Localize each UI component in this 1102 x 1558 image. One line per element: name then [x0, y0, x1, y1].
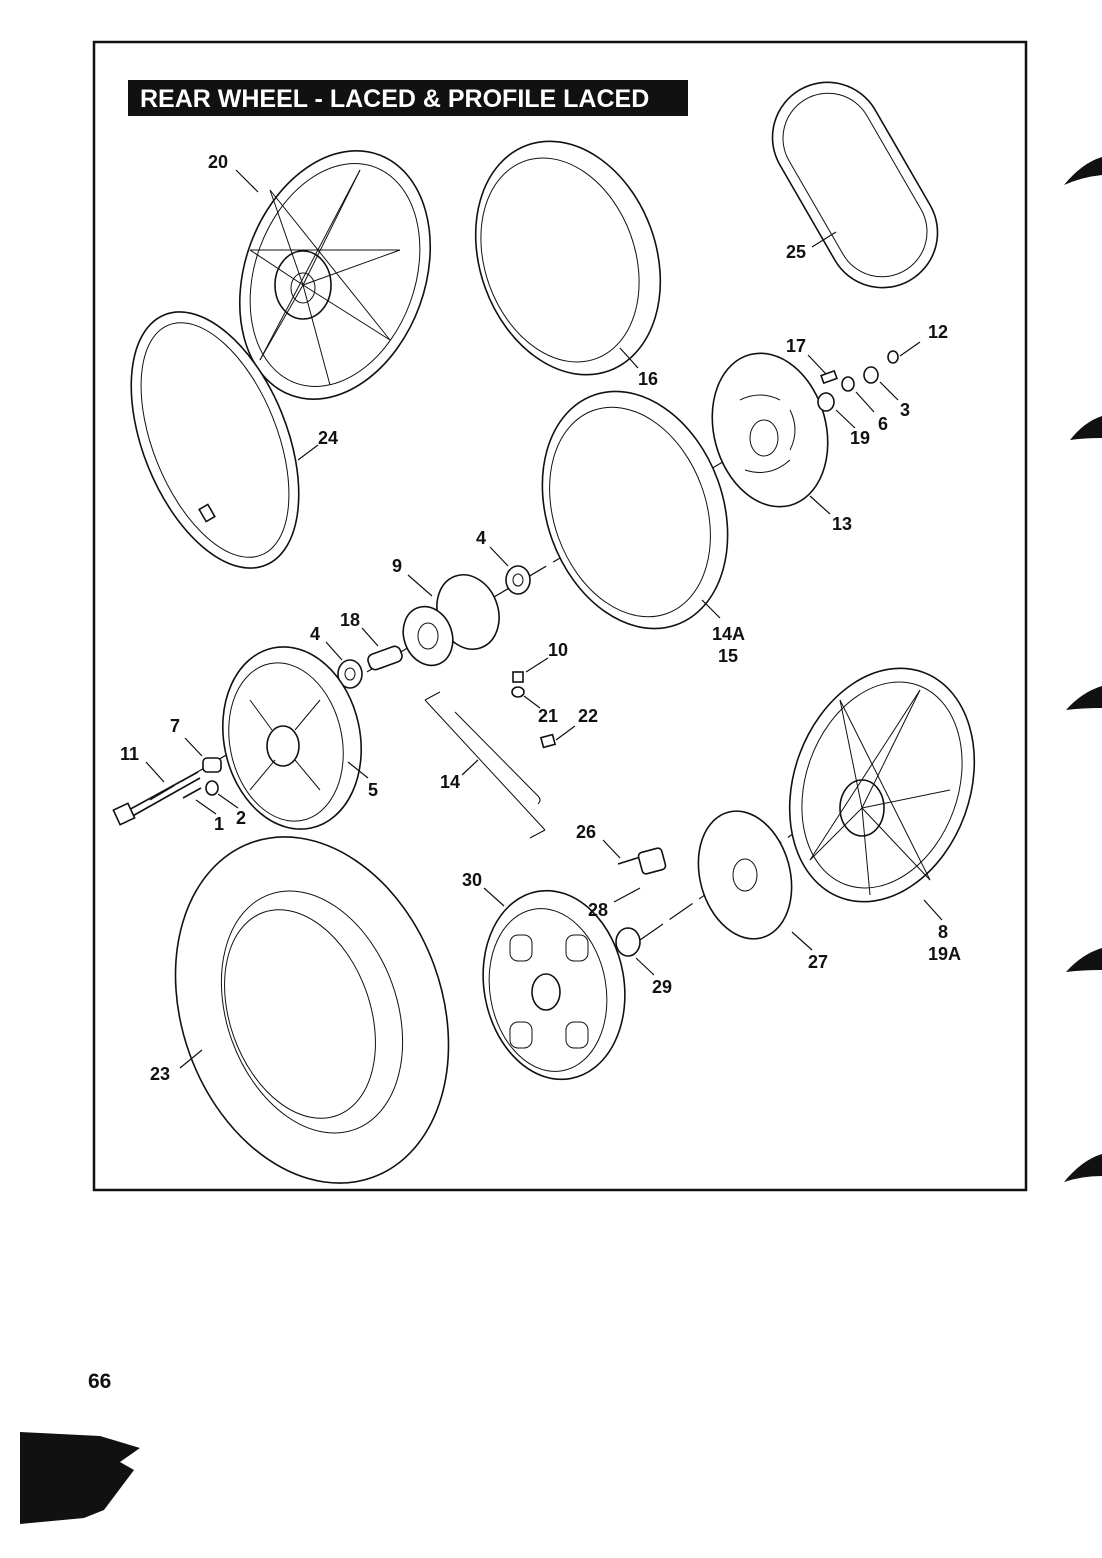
spacer-part-18 — [367, 645, 403, 671]
pulley-part-5 — [221, 646, 363, 830]
title-banner: REAR WHEEL - LACED & PROFILE LACED — [128, 80, 688, 116]
callout-2: 2 — [236, 808, 246, 828]
bracket-hardware-parts — [617, 847, 667, 875]
callout-28: 28 — [588, 900, 608, 920]
diagram-frame — [92, 40, 1028, 1192]
callout-24: 24 — [318, 428, 338, 448]
callout-19a: 19A — [928, 944, 961, 964]
bearing-part-29 — [615, 927, 641, 957]
callout-30: 30 — [462, 870, 482, 890]
callout-21: 21 — [538, 706, 558, 726]
callout-23: 23 — [150, 1064, 170, 1084]
page-title: REAR WHEEL - LACED & PROFILE LACED — [140, 85, 649, 113]
leader-lines — [145, 169, 943, 1069]
callout-17: 17 — [786, 336, 806, 356]
callout-12: 12 — [928, 322, 948, 342]
drive-belt-part-25 — [771, 81, 939, 289]
solid-pulley-part-30 — [482, 889, 626, 1081]
brake-rotor-part-13 — [711, 352, 829, 508]
profile-laced-wheel-part-8 — [788, 667, 976, 903]
callout-22: 22 — [578, 706, 598, 726]
callout-9: 9 — [392, 556, 402, 576]
inner-tube-part-24 — [130, 311, 300, 569]
callout-6: 6 — [878, 414, 888, 434]
callout-4-upper: 4 — [476, 528, 486, 548]
laced-wheel-part-20 — [238, 150, 432, 400]
callout-18: 18 — [340, 610, 360, 630]
bearing-parts-4 — [337, 565, 531, 689]
callout-26: 26 — [576, 822, 596, 842]
tire-part-23 — [174, 836, 450, 1184]
callout-labels: 20 16 25 24 17 12 19 6 3 13 4 9 14A 15 4… — [120, 152, 961, 1084]
callout-7: 7 — [170, 716, 180, 736]
axle-hardware-parts — [112, 757, 222, 826]
hub-part-9 — [402, 574, 500, 667]
callout-10: 10 — [548, 640, 568, 660]
callout-27: 27 — [808, 952, 828, 972]
callout-20: 20 — [208, 152, 228, 172]
callout-4-lower: 4 — [310, 624, 320, 644]
callout-25: 25 — [786, 242, 806, 262]
rotor-hardware-parts — [817, 350, 899, 412]
callout-29: 29 — [652, 977, 672, 997]
callout-16: 16 — [638, 369, 658, 389]
spoke-part-14 — [454, 711, 541, 805]
callout-3: 3 — [900, 400, 910, 420]
callout-19: 19 — [850, 428, 870, 448]
callout-13: 13 — [832, 514, 852, 534]
binder-tab-marks — [1064, 157, 1102, 1182]
callout-14a: 14A — [712, 624, 745, 644]
laced-rim-part-14a — [541, 390, 729, 630]
callout-8: 8 — [938, 922, 948, 942]
callout-11: 11 — [120, 744, 139, 764]
callout-5: 5 — [368, 780, 378, 800]
pulley-cover-part-27 — [697, 810, 793, 940]
rim-part-16 — [474, 140, 662, 376]
page-number: 66 — [88, 1370, 111, 1393]
callout-1: 1 — [214, 814, 224, 834]
callout-15: 15 — [718, 646, 738, 666]
scan-artifact-mark — [20, 1432, 140, 1524]
valve-cap-parts — [511, 671, 557, 749]
callout-14: 14 — [440, 772, 460, 792]
